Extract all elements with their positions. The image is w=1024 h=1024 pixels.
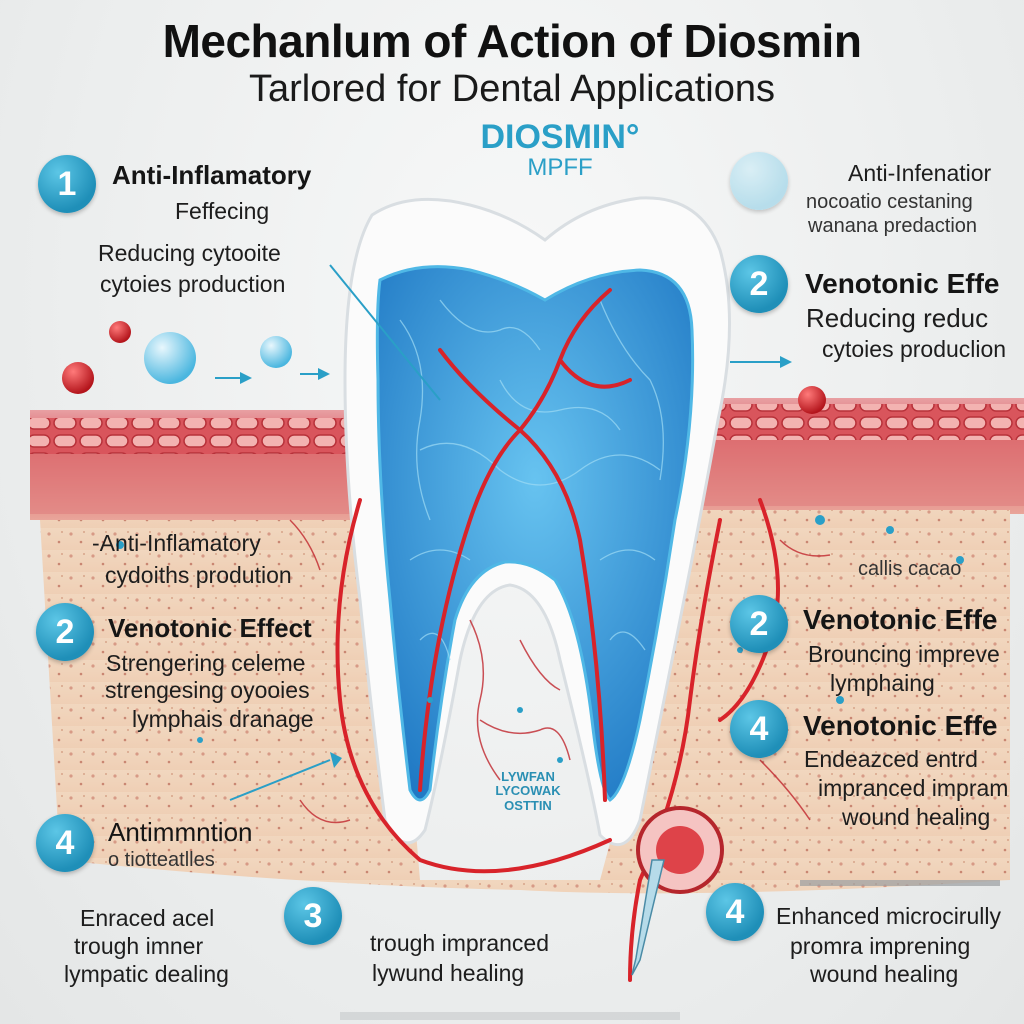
- right-text: Anti-Infenatior: [848, 160, 992, 186]
- left-text: Strengering celeme: [106, 650, 306, 676]
- step-badge: 3: [284, 887, 342, 945]
- step-badge: 2: [730, 255, 788, 313]
- left-text: cydoiths prodution: [105, 562, 292, 588]
- center-label: LYWFAN LYCOWAK OSTTIN: [488, 769, 568, 813]
- molecule-icons: [62, 321, 826, 414]
- step-badge: 4: [706, 883, 764, 941]
- step-badge: 2: [730, 595, 788, 653]
- left-text: o tiotteatlles: [108, 849, 215, 871]
- step-badge: 4: [36, 814, 94, 872]
- left-text: -Anti-Inflamatory: [92, 530, 261, 556]
- right-text: lymphaing: [830, 670, 935, 696]
- step-badge: 1: [38, 155, 96, 213]
- left-heading-1: Anti-Inflamatory: [112, 160, 312, 190]
- right-text: callis cacao: [858, 558, 962, 580]
- left-text: Enraced acel: [80, 905, 215, 931]
- right-text: promra imprening: [790, 933, 971, 959]
- left-text: Reducing cytooite: [98, 240, 281, 266]
- pulp-texture: [399, 299, 664, 661]
- footer-band: [340, 1012, 680, 1020]
- step-badge: [730, 152, 788, 210]
- pointer-lines: [215, 264, 780, 801]
- gum-tissue-right: [690, 398, 1024, 514]
- left-text: trough imner: [74, 933, 204, 959]
- gum-tissue-left: [30, 410, 390, 520]
- arrow-icons: [240, 356, 792, 768]
- tooth-pulp: [375, 265, 695, 802]
- center-label-line: LYWFAN: [501, 769, 555, 784]
- left-text: Feffecing: [175, 198, 270, 224]
- center-text: trough impranced: [370, 930, 549, 956]
- brand-name: DIOSMIN°: [480, 118, 640, 156]
- right-text: impranced impram: [818, 775, 1009, 801]
- center-label-line: LYCOWAK: [495, 783, 561, 799]
- right-text: Endeazced entrd: [804, 746, 978, 772]
- page-subtitle: Tarlored for Dental Applications: [249, 68, 775, 110]
- right-text: wanana predaction: [808, 215, 978, 237]
- right-text: Enhanced microcirully: [776, 903, 1001, 929]
- right-text: Brouncing impreve: [808, 641, 1000, 667]
- right-text: nocoatio cestaning: [806, 191, 973, 213]
- step-badge: 2: [36, 603, 94, 661]
- right-text: wound healing: [842, 804, 991, 830]
- right-text: Reducing reduc: [806, 303, 989, 333]
- brand-logo: DIOSMIN° MPFF: [470, 120, 650, 180]
- pulp-vessels: [418, 288, 632, 802]
- left-heading-3: Antimmntion: [108, 817, 253, 847]
- center-label-line: OSTTIN: [504, 797, 552, 813]
- step-badge: 4: [730, 700, 788, 758]
- left-text: lympatic dealing: [64, 961, 229, 987]
- left-text: strengesing oyooies: [105, 677, 310, 703]
- right-text: cytoies produclion: [822, 336, 1007, 362]
- particle-dots: [116, 515, 964, 763]
- page-title: Mechanlum of Action of Diosmin: [162, 15, 862, 67]
- left-heading-2: Venotonic Effect: [108, 613, 312, 643]
- right-heading: Venotonic Effe: [805, 268, 1000, 299]
- right-text: wound healing: [810, 961, 959, 987]
- center-text: lywund healing: [372, 960, 525, 986]
- needle-icon: [631, 859, 665, 976]
- right-faint-band: [800, 880, 1000, 886]
- left-text: lymphais dranage: [132, 706, 314, 732]
- right-heading: Venotonic Effe: [803, 710, 998, 741]
- brand-sub: MPFF: [527, 154, 593, 181]
- capillaries: [289, 519, 831, 824]
- left-text: cytoies production: [100, 271, 286, 297]
- right-heading: Venotonic Effe: [803, 604, 998, 635]
